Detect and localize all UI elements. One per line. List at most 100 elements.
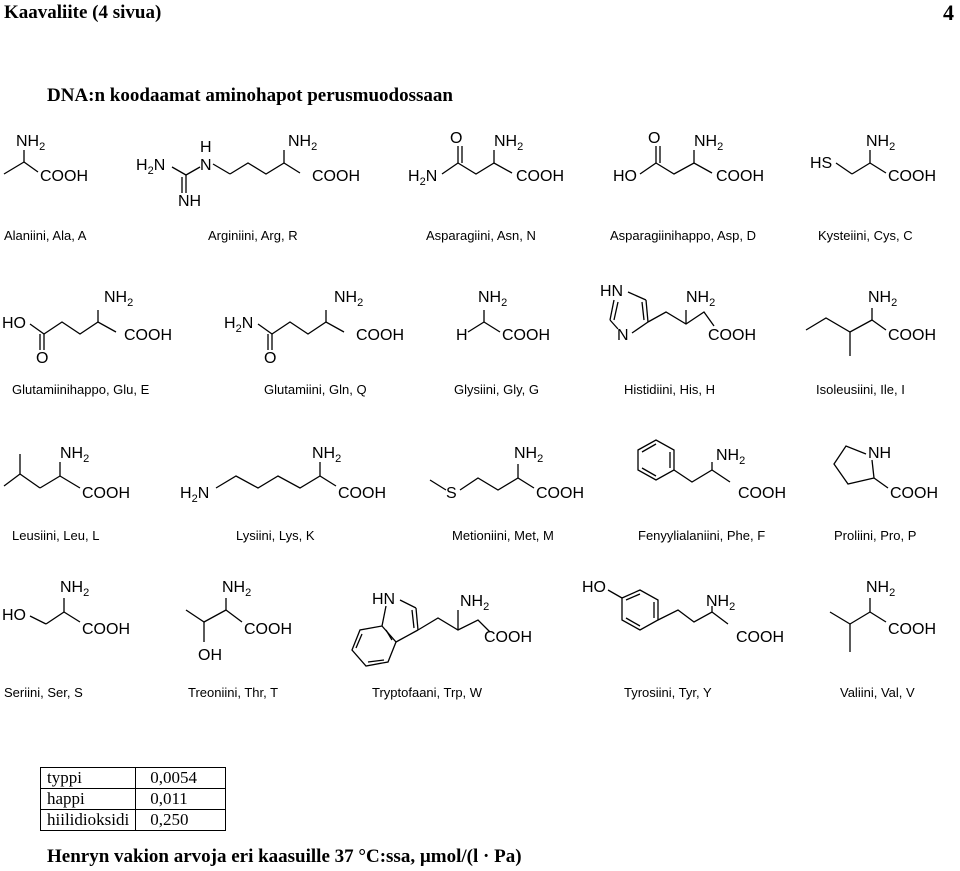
svg-text:COOH: COOH [888,621,936,638]
caption-cysteine: Kysteiini, Cys, C [818,228,913,243]
page-number: 4 [943,0,954,25]
section-title: DNA:n koodaamat aminohapot perusmuodossa… [47,85,453,106]
caption-glycine: Glysiini, Gly, G [454,382,539,397]
svg-text:N: N [617,327,629,344]
caption-valine: Valiini, Val, V [840,685,915,700]
gas-name: hiilidioksidi [39,809,137,831]
caption-glutamine: Glutamiini, Gln, Q [264,382,367,397]
structure-glutamic-acid: HO O NH2 COOH [2,289,172,367]
gas-name: typpi [39,767,137,789]
caption-methionine: Metioniini, Met, M [452,528,554,543]
structure-isoleucine: NH2 COOH [805,289,936,356]
svg-text:COOH: COOH [708,327,756,344]
caption-tyrosine: Tyrosiini, Tyr, Y [624,685,712,700]
svg-text:H: H [200,139,212,156]
svg-text:O: O [648,130,660,147]
svg-text:NH2: NH2 [288,133,317,153]
table-caption: Henryn vakion arvoja eri kaasuille 37 °C… [47,846,522,867]
svg-text:NH2: NH2 [60,445,89,465]
svg-text:COOH: COOH [888,327,936,344]
svg-text:COOH: COOH [82,621,130,638]
caption-alanine: Alaniini, Ala, A [4,228,87,243]
svg-text:NH2: NH2 [686,289,715,309]
structure-lysine: H2N NH2 COOH [180,445,386,505]
caption-arginine: Arginiini, Arg, R [208,228,298,243]
svg-text:NH2: NH2 [334,289,363,309]
svg-text:N: N [200,157,212,174]
svg-text:COOH: COOH [888,168,936,185]
svg-text:O: O [264,350,276,367]
svg-text:NH2: NH2 [60,579,89,599]
gas-name: happi [39,788,137,810]
svg-text:COOH: COOH [356,327,404,344]
svg-text:NH2: NH2 [716,447,745,467]
svg-text:NH2: NH2 [868,289,897,309]
svg-text:NH2: NH2 [514,445,543,465]
svg-text:NH2: NH2 [694,133,723,153]
caption-glutamic-acid: Glutamiinihappo, Glu, E [12,382,150,397]
structure-proline: NH COOH [833,445,938,502]
caption-phenylalanine: Fenyylialaniini, Phe, F [638,528,766,543]
caption-lysine: Lysiini, Lys, K [236,528,315,543]
svg-text:NH2: NH2 [16,133,45,153]
svg-text:NH2: NH2 [706,593,735,613]
svg-text:H2N: H2N [224,315,253,335]
svg-text:HO: HO [2,315,26,332]
svg-text:COOH: COOH [124,327,172,344]
svg-text:COOH: COOH [312,168,360,185]
structure-serine: HO NH2 COOH [2,579,130,638]
svg-text:COOH: COOH [738,485,786,502]
structure-cysteine: HS NH2 COOH [810,133,936,185]
structure-alanine: NH2 COOH [3,133,88,185]
svg-text:H: H [456,327,468,344]
caption-asparagine: Asparagiini, Asn, N [426,228,536,243]
structure-aspartic-acid: HO O NH2 COOH [613,130,764,185]
svg-text:S: S [446,485,457,502]
svg-text:HO: HO [613,168,637,185]
structure-methionine: S NH2 COOH [429,445,584,502]
structure-asparagine: H2N O NH2 COOH [408,130,564,188]
svg-text:H2N: H2N [180,485,209,505]
svg-text:COOH: COOH [736,629,784,646]
structure-glutamine: H2N O NH2 COOH [224,289,404,367]
svg-text:HN: HN [600,283,623,300]
structure-histidine: HN N NH2 COOH [600,283,756,344]
svg-text:NH: NH [178,193,201,210]
structure-tryptophan: HN NH2 COOH [351,591,532,667]
svg-text:NH2: NH2 [460,593,489,613]
structure-glycine: H NH2 COOH [456,289,550,344]
svg-text:O: O [36,350,48,367]
caption-proline: Proliini, Pro, P [834,528,917,543]
table-row: hiilidioksidi 0,250 [39,809,226,831]
svg-text:NH2: NH2 [866,133,895,153]
structure-leucine: NH2 COOH [3,445,130,502]
svg-text:O: O [450,130,462,147]
svg-text:COOH: COOH [716,168,764,185]
svg-text:OH: OH [198,647,222,664]
svg-text:H2N: H2N [136,157,165,177]
svg-text:NH2: NH2 [494,133,523,153]
svg-text:HN: HN [372,591,395,608]
svg-text:NH2: NH2 [222,579,251,599]
svg-text:NH: NH [868,445,891,462]
svg-text:COOH: COOH [338,485,386,502]
svg-text:H2N: H2N [408,168,437,188]
svg-text:COOH: COOH [244,621,292,638]
caption-tryptophan: Tryptofaani, Trp, W [372,685,483,700]
svg-text:COOH: COOH [484,629,532,646]
svg-text:HS: HS [810,155,832,172]
structure-phenylalanine: NH2 COOH [637,439,786,502]
structure-valine: NH2 COOH [829,579,936,652]
svg-text:COOH: COOH [536,485,584,502]
table-row: happi 0,011 [39,788,226,810]
structure-arginine: H2N NH H N NH2 COOH [136,133,360,210]
gas-value: 0,011 [135,788,226,810]
svg-text:COOH: COOH [516,168,564,185]
svg-text:NH2: NH2 [312,445,341,465]
header-title: Kaavaliite (4 sivua) [4,2,162,23]
svg-text:COOH: COOH [40,168,88,185]
svg-text:HO: HO [2,607,26,624]
svg-text:COOH: COOH [890,485,938,502]
table-row: typpi 0,0054 [39,767,226,789]
